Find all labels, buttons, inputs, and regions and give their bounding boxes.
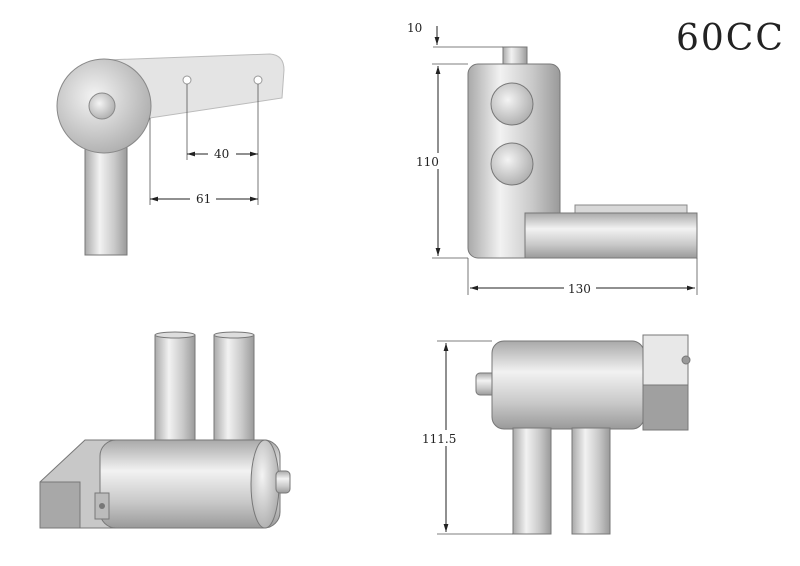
bottom-left-view [39,331,291,529]
muffler-cylinder-side [491,340,645,430]
end-block [642,334,689,386]
dim-130-label: 130 [568,282,591,296]
lower-pipe-2 [571,427,611,535]
dim-111.5-label: 111.5 [422,432,456,446]
outlet-pipe-2 [213,334,255,446]
drawing-title: 60CC [676,18,785,59]
dim-61-label: 61 [196,192,211,206]
dim-110-label: 110 [416,155,439,169]
top-right-view: 10 110 130 [407,21,698,296]
side-block [524,212,698,259]
top-left-view: 40 61 [56,53,285,256]
lower-pipe-1 [512,427,552,535]
bracket-hole-1 [182,75,192,85]
dim-10-label: 10 [407,21,422,35]
bottom-right-view: 111.5 [420,334,691,535]
bracket-hole-2 [253,75,263,85]
outlet-pipe-1 [154,334,196,446]
dim-40-label: 40 [214,147,229,161]
pipe-flange-center [88,92,116,120]
end-nozzle [275,470,291,494]
port-circle-2 [490,142,534,186]
port-circle-1 [490,82,534,126]
